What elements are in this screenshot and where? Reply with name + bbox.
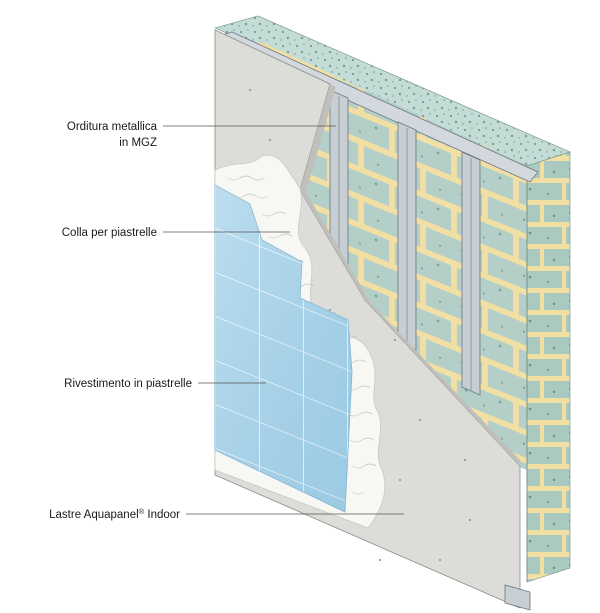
board-cut-edge	[300, 84, 520, 466]
leader-lines	[163, 125, 404, 515]
label-frame-line2: in MGZ	[119, 137, 157, 149]
wall-side-face	[526, 151, 571, 583]
label-board-main: Lastre Aquapanel	[49, 509, 139, 521]
labels: Orditura metallica in MGZ Colla per pias…	[49, 121, 192, 521]
ceramic-tiles	[214, 184, 353, 513]
label-adhesive: Colla per piastrelle	[62, 227, 157, 239]
label-tiles: Rivestimento in piastrelle	[64, 378, 192, 390]
label-board-suffix: Indoor	[144, 509, 180, 521]
label-board: Lastre Aquapanel® Indoor	[49, 507, 180, 521]
bottom-track	[504, 584, 531, 611]
registered-mark: ®	[139, 507, 145, 516]
label-frame-line1: Orditura metallica	[67, 121, 158, 133]
